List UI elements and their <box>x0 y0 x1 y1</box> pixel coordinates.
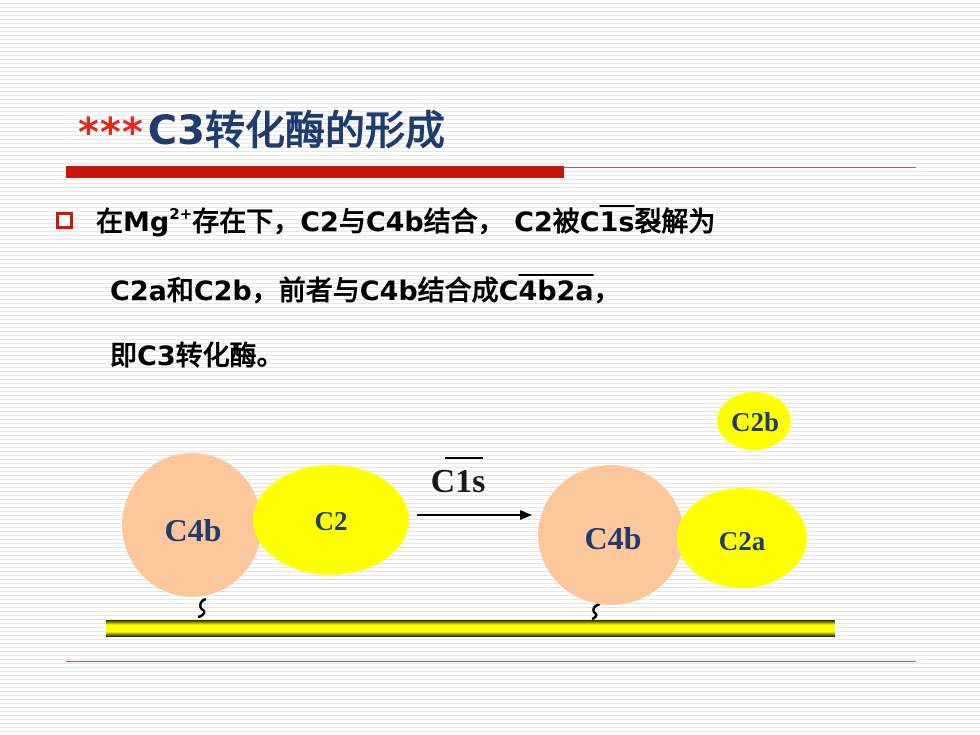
text-run: 存在下，C2与C4b结合， C2被C <box>192 207 600 238</box>
square-bullet-icon <box>56 212 73 229</box>
right-c2a-label: C2a <box>719 526 766 556</box>
title-text: C3转化酶的形成 <box>147 108 445 154</box>
cell-membrane-bar <box>106 620 835 637</box>
left-anchor-hook <box>197 597 207 619</box>
released-c2b-circle <box>717 392 791 450</box>
footer-divider-line <box>66 661 916 662</box>
title-underline-bar <box>66 166 564 178</box>
right-anchor-hook <box>591 602 601 621</box>
title-underline-line <box>564 167 916 168</box>
right-c2a-circle <box>677 488 807 588</box>
paragraph-line-2: C2a和C2b，前者与C4b结合成C4b2a， <box>110 269 621 308</box>
overlined-text: 4b2a <box>518 276 594 307</box>
text-run: 在Mg <box>96 207 170 238</box>
title-stars: *** <box>78 110 144 156</box>
left-c2-label: C2 <box>315 506 348 536</box>
text-run: 裂解为 <box>634 207 716 238</box>
paragraph-line-1: 在Mg2+存在下，C2与C4b结合， C2被C1s裂解为 <box>96 200 715 239</box>
arrow-head-icon <box>520 510 532 520</box>
right-c4b-circle <box>538 465 684 605</box>
paragraph-line-3: 即C3转化酶。 <box>110 341 284 372</box>
left-c4b-label: C4b <box>165 512 222 548</box>
left-c4b-circle <box>122 453 262 597</box>
right-c4b-label: C4b <box>585 520 642 556</box>
overlined-text: 1s <box>599 207 635 238</box>
text-run: C2a和C2b，前者与C4b结合成C <box>110 276 519 307</box>
text-run: ， <box>593 276 621 307</box>
released-c2b-label: C2b <box>731 407 779 437</box>
left-c2-circle <box>253 465 409 575</box>
arrow-label-c1s: C1s <box>431 463 486 500</box>
slide-title: *** C3转化酶的形成 <box>78 92 445 162</box>
superscript: 2+ <box>169 205 193 223</box>
